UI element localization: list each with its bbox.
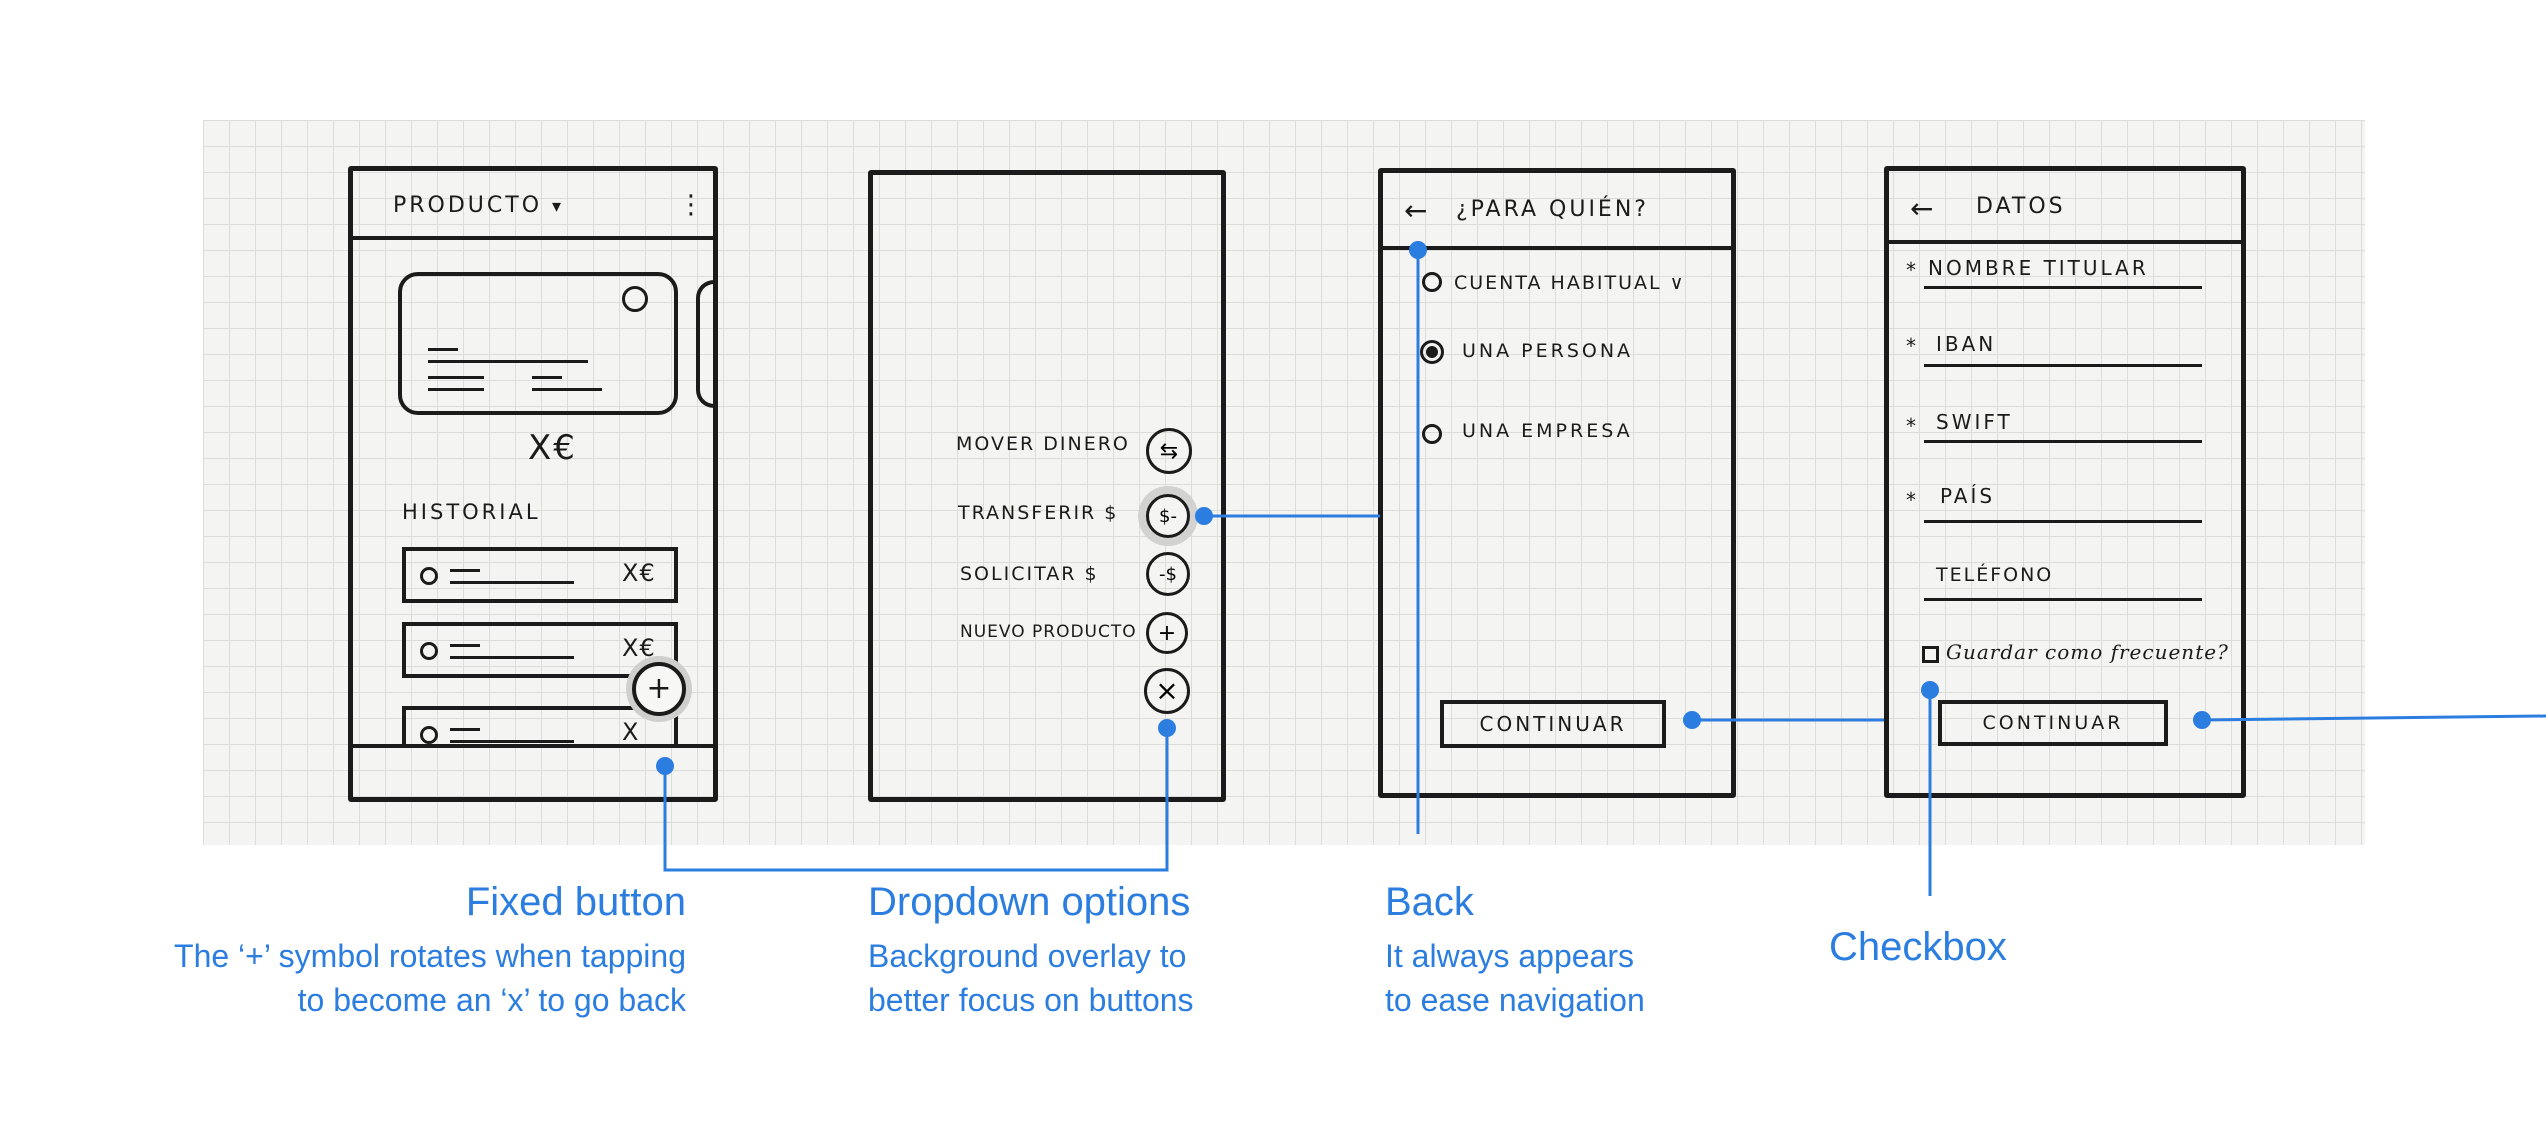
radio-button-selected[interactable] [1420, 340, 1444, 364]
radio-label: CUENTA HABITUAL ∨ [1454, 272, 1686, 294]
option-label: MOVER DINERO [956, 433, 1130, 455]
row-line [450, 569, 480, 572]
history-row[interactable]: X€ [402, 547, 678, 603]
card-line [532, 388, 602, 391]
sketch1-card[interactable] [398, 272, 678, 415]
fixed-dropdown-connector [663, 728, 1169, 872]
field-label: NOMBRE TITULAR [1928, 256, 2149, 280]
plus-icon: + [646, 671, 672, 706]
card-line [428, 360, 588, 363]
field-underline[interactable] [1924, 286, 2202, 289]
card-line [428, 376, 484, 379]
row-amount: X [622, 718, 640, 746]
next-card-peek [696, 280, 718, 408]
sketch1-header-divider [352, 236, 714, 240]
row-amount: X€ [622, 559, 656, 587]
continue-button[interactable]: CONTINUAR [1440, 700, 1666, 748]
annotation-dropdown-desc: better focus on buttons [868, 982, 1194, 1018]
required-mark: * [1906, 488, 1919, 512]
field-label: SWIFT [1936, 410, 2013, 434]
sketch1-phone [348, 166, 718, 802]
chevron-down-icon[interactable]: ▾ [552, 196, 565, 217]
field-underline[interactable] [1924, 520, 2202, 523]
card-circle-icon [622, 286, 648, 312]
radio-label: UNA EMPRESA [1462, 420, 1633, 442]
annotation-dropdown-desc: Background overlay to [868, 938, 1187, 974]
row-line [450, 644, 480, 647]
radio-dot [1426, 346, 1438, 358]
required-mark: * [1906, 258, 1919, 282]
annotation-back-desc: to ease navigation [1385, 982, 1645, 1018]
annotation-fixed-button-desc: The ‘+’ symbol rotates when tapping [174, 938, 686, 974]
connector-dot [1195, 507, 1213, 525]
radio-button[interactable] [1422, 424, 1442, 444]
row-circle-icon [420, 726, 438, 744]
card-line [532, 376, 562, 379]
field-underline[interactable] [1924, 598, 2202, 601]
connector-dot [1921, 681, 1939, 699]
history-row[interactable]: X [402, 706, 678, 746]
field-label: PAÍS [1940, 484, 1996, 508]
transfer-icon[interactable]: $- [1146, 494, 1190, 538]
annotation-fixed-button-desc: to become an ‘x’ to go back [297, 982, 686, 1018]
required-mark: * [1906, 334, 1919, 358]
annotation-dropdown-title: Dropdown options [868, 880, 1191, 924]
sketch4-header-divider [1888, 240, 2242, 244]
more-vert-icon[interactable]: ⋮ [678, 190, 704, 220]
sketch3-header-divider [1382, 246, 1732, 250]
option-label: TRANSFERIR $ [958, 502, 1119, 524]
annotation-back-desc: It always appears [1385, 938, 1635, 974]
checkbox-label: Guardar como frecuente? [1946, 640, 2229, 664]
sketch2-phone [868, 170, 1226, 802]
field-underline[interactable] [1924, 364, 2202, 367]
annotation-checkbox-title: Checkbox [1829, 925, 2007, 969]
card-line [428, 348, 458, 351]
swap-icon[interactable]: ⇆ [1146, 428, 1192, 474]
radio-button[interactable] [1422, 272, 1442, 292]
option-label: NUEVO PRODUCTO [960, 622, 1137, 642]
sketch4-title: DATOS [1976, 194, 2066, 219]
row-circle-icon [420, 642, 438, 660]
fab-button[interactable]: + [632, 662, 686, 716]
sketch3-title: ¿PARA QUIÉN? [1456, 197, 1649, 222]
option-label: SOLICITAR $ [960, 563, 1099, 585]
field-label: IBAN [1936, 332, 1997, 356]
row-line [450, 581, 574, 584]
connector-dot [656, 757, 674, 775]
row-line [450, 740, 574, 743]
sketch1-header-text: PRODUCTO [393, 193, 543, 218]
request-icon[interactable]: -$ [1146, 552, 1190, 596]
annotation-back-title: Back [1385, 880, 1474, 924]
annotation-fixed-button-title: Fixed button [465, 880, 686, 924]
row-line [450, 728, 480, 731]
row-circle-icon [420, 567, 438, 585]
connector-dot [1158, 719, 1176, 737]
connector-dot [1683, 711, 1701, 729]
sketch1-header-title: PRODUCTO ▾ [393, 193, 564, 218]
connector-dot [1409, 241, 1427, 259]
row-line [450, 656, 574, 659]
history-label: HISTORIAL [402, 500, 541, 524]
field-label: TELÉFONO [1936, 564, 2054, 586]
continue-button[interactable]: CONTINUAR [1938, 700, 2168, 746]
plus-icon[interactable]: + [1146, 612, 1188, 654]
continue-out-connector [2201, 714, 2546, 722]
sketch1-amount: X€ [528, 428, 577, 468]
required-mark: * [1906, 414, 1919, 438]
field-underline[interactable] [1924, 440, 2202, 443]
back-arrow-icon[interactable]: ← [1910, 192, 1934, 225]
card-line [428, 388, 484, 391]
sketch3-phone [1378, 168, 1736, 798]
connector-dot [2193, 711, 2211, 729]
checkbox[interactable] [1922, 646, 1939, 663]
history-row[interactable]: X€ [402, 622, 678, 678]
radio-label: UNA PERSONA [1462, 340, 1634, 362]
sketch4-phone [1884, 166, 2246, 798]
sketch1-bottom-bar [352, 744, 714, 748]
back-arrow-icon[interactable]: ← [1404, 194, 1428, 227]
close-icon[interactable]: × [1144, 668, 1190, 714]
